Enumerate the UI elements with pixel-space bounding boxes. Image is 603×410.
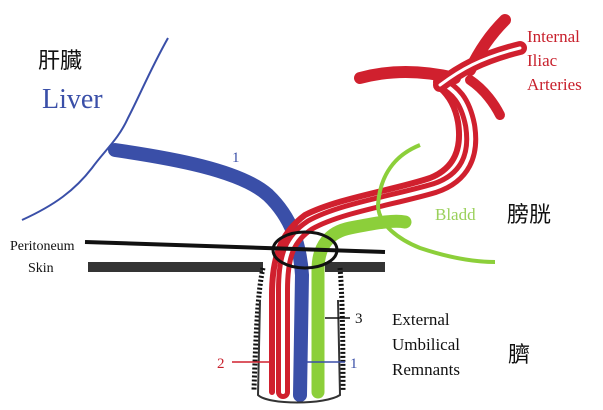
bladder-label: Bladd	[435, 205, 476, 224]
external-label-3: Remnants	[392, 360, 460, 379]
iliac-branch-lower	[360, 72, 455, 78]
liver-label: Liver	[42, 84, 103, 115]
iliac-branch-down	[470, 80, 500, 115]
skin-band-left	[88, 262, 263, 272]
skin-band-right	[325, 262, 385, 272]
external-label-2: Umbilical	[392, 335, 460, 354]
liver-jp-label: 肝臓	[38, 49, 82, 74]
number-2-label: 2	[217, 356, 225, 372]
vein-number-label: 1	[232, 150, 240, 166]
bladder-jp-label: 膀胱	[507, 203, 551, 228]
internal-iliac-label-2: Iliac	[527, 51, 558, 70]
number-1-label: 1	[350, 356, 358, 372]
skin-label: Skin	[28, 261, 54, 276]
external-label-1: External	[392, 310, 450, 329]
navel-jp-label: 臍	[508, 343, 530, 368]
number-3-label: 3	[355, 311, 363, 327]
peritoneum-line	[85, 242, 385, 252]
internal-iliac-label-1: Internal	[527, 27, 580, 46]
peritoneum-label: Peritoneum	[10, 239, 75, 254]
internal-iliac-label-3: Arteries	[527, 75, 582, 94]
